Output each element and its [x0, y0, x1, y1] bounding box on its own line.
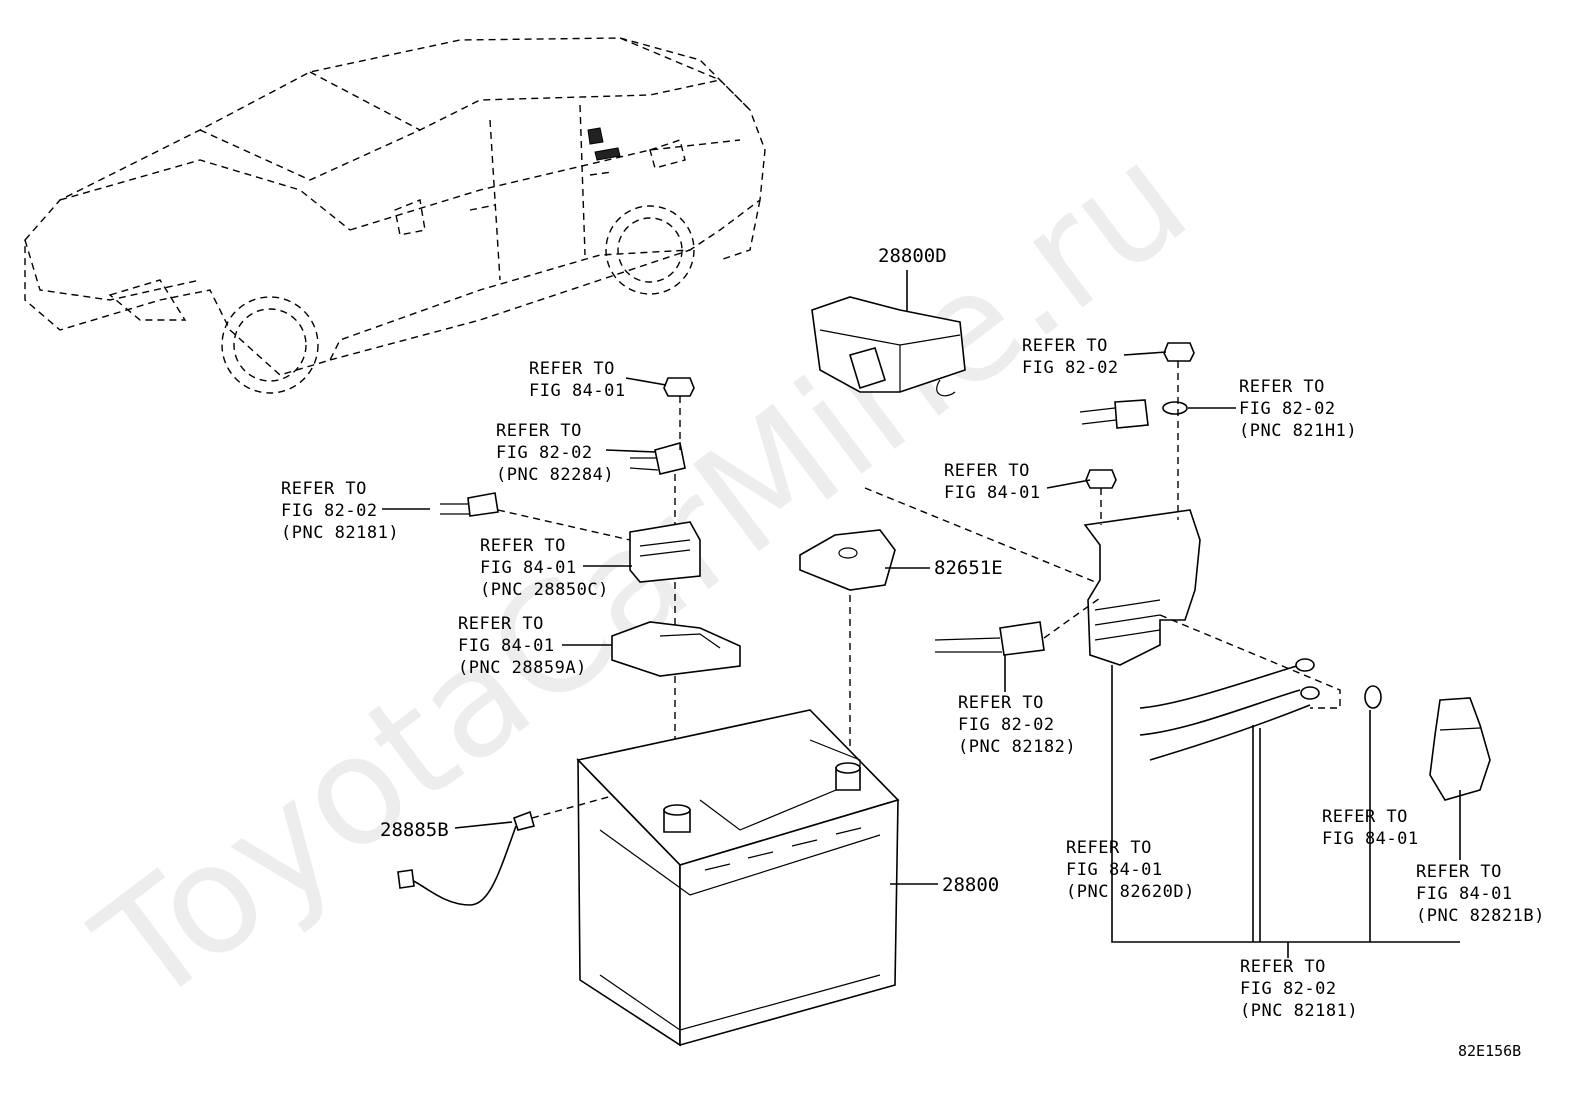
svg-text:(PNC 82182): (PNC 82182) — [958, 737, 1076, 757]
callout-11: REFER TO FIG 84-01 (PNC 82821B) — [1416, 862, 1545, 926]
nut-icon — [663, 377, 695, 397]
svg-text:FIG 84-01: FIG 84-01 — [1322, 829, 1419, 849]
svg-text:(PNC 82284): (PNC 82284) — [496, 465, 614, 485]
svg-text:REFER TO: REFER TO — [480, 536, 566, 556]
svg-text:(PNC 28859A): (PNC 28859A) — [458, 658, 587, 678]
callout-3: REFER TO FIG 84-01 (PNC 28850C) — [480, 536, 609, 600]
svg-text:(PNC 821H1): (PNC 821H1) — [1239, 421, 1357, 441]
svg-text:FIG 84-01: FIG 84-01 — [1066, 860, 1163, 880]
svg-text:FIG 82-02: FIG 82-02 — [1240, 979, 1337, 999]
svg-text:FIG 82-02: FIG 82-02 — [1022, 358, 1119, 378]
callout-4: REFER TO FIG 84-01 (PNC 28859A) — [458, 614, 587, 678]
svg-text:REFER TO: REFER TO — [1239, 377, 1325, 397]
svg-text:REFER TO: REFER TO — [458, 614, 544, 634]
svg-text:FIG 84-01: FIG 84-01 — [529, 381, 626, 401]
svg-text:REFER TO: REFER TO — [1416, 862, 1502, 882]
callout-10: REFER TO FIG 84-01 — [1322, 807, 1419, 849]
svg-text:FIG 82-02: FIG 82-02 — [281, 501, 378, 521]
vehicle-illustration — [24, 37, 766, 394]
svg-text:FIG 82-02: FIG 82-02 — [1239, 399, 1336, 419]
svg-text:REFER TO: REFER TO — [1022, 336, 1108, 356]
svg-text:REFER TO: REFER TO — [1066, 838, 1152, 858]
sensor-harness — [397, 795, 613, 906]
callout-1: REFER TO FIG 82-02 (PNC 82284) — [496, 421, 614, 485]
svg-text:REFER TO: REFER TO — [958, 693, 1044, 713]
label-82651e: 82651E — [934, 557, 1003, 579]
battery — [576, 709, 900, 1047]
svg-text:(PNC 82821B): (PNC 82821B) — [1416, 906, 1545, 926]
callout-0: REFER TO FIG 84-01 — [529, 359, 626, 401]
callout-5: REFER TO FIG 82-02 — [1022, 336, 1119, 378]
svg-text:REFER TO: REFER TO — [944, 461, 1030, 481]
label-28885b: 28885B — [380, 819, 449, 841]
terminal-assembly-left — [440, 377, 741, 820]
leader-lines — [382, 270, 1461, 958]
callout-12: REFER TO FIG 82-02 (PNC 82181) — [1240, 957, 1358, 1021]
svg-text:FIG 84-01: FIG 84-01 — [944, 483, 1041, 503]
callout-2: REFER TO FIG 82-02 (PNC 82181) — [281, 479, 399, 543]
svg-text:(PNC 82181): (PNC 82181) — [1240, 1001, 1358, 1021]
svg-text:FIG 82-02: FIG 82-02 — [958, 715, 1055, 735]
svg-text:FIG 82-02: FIG 82-02 — [496, 443, 593, 463]
svg-text:FIG 84-01: FIG 84-01 — [480, 558, 577, 578]
terminal-assembly-right — [934, 342, 1491, 801]
diagram-code: 82E156B — [1458, 1042, 1521, 1060]
terminal-cover — [811, 296, 966, 397]
callout-9: REFER TO FIG 84-01 (PNC 82620D) — [1066, 838, 1195, 902]
svg-text:REFER TO: REFER TO — [496, 421, 582, 441]
callout-7: REFER TO FIG 84-01 — [944, 461, 1041, 503]
svg-text:FIG 84-01: FIG 84-01 — [1416, 884, 1513, 904]
svg-text:(PNC 82181): (PNC 82181) — [281, 523, 399, 543]
label-28800: 28800 — [942, 874, 999, 896]
svg-text:REFER TO: REFER TO — [281, 479, 367, 499]
callout-8: REFER TO FIG 82-02 (PNC 82182) — [958, 693, 1076, 757]
callout-6: REFER TO FIG 82-02 (PNC 821H1) — [1239, 377, 1357, 441]
svg-text:FIG 84-01: FIG 84-01 — [458, 636, 555, 656]
svg-text:(PNC 28850C): (PNC 28850C) — [480, 580, 609, 600]
svg-text:REFER TO: REFER TO — [529, 359, 615, 379]
svg-text:REFER TO: REFER TO — [1240, 957, 1326, 977]
svg-text:(PNC 82620D): (PNC 82620D) — [1066, 882, 1195, 902]
svg-text:REFER TO: REFER TO — [1322, 807, 1408, 827]
label-28800d: 28800D — [878, 245, 947, 267]
